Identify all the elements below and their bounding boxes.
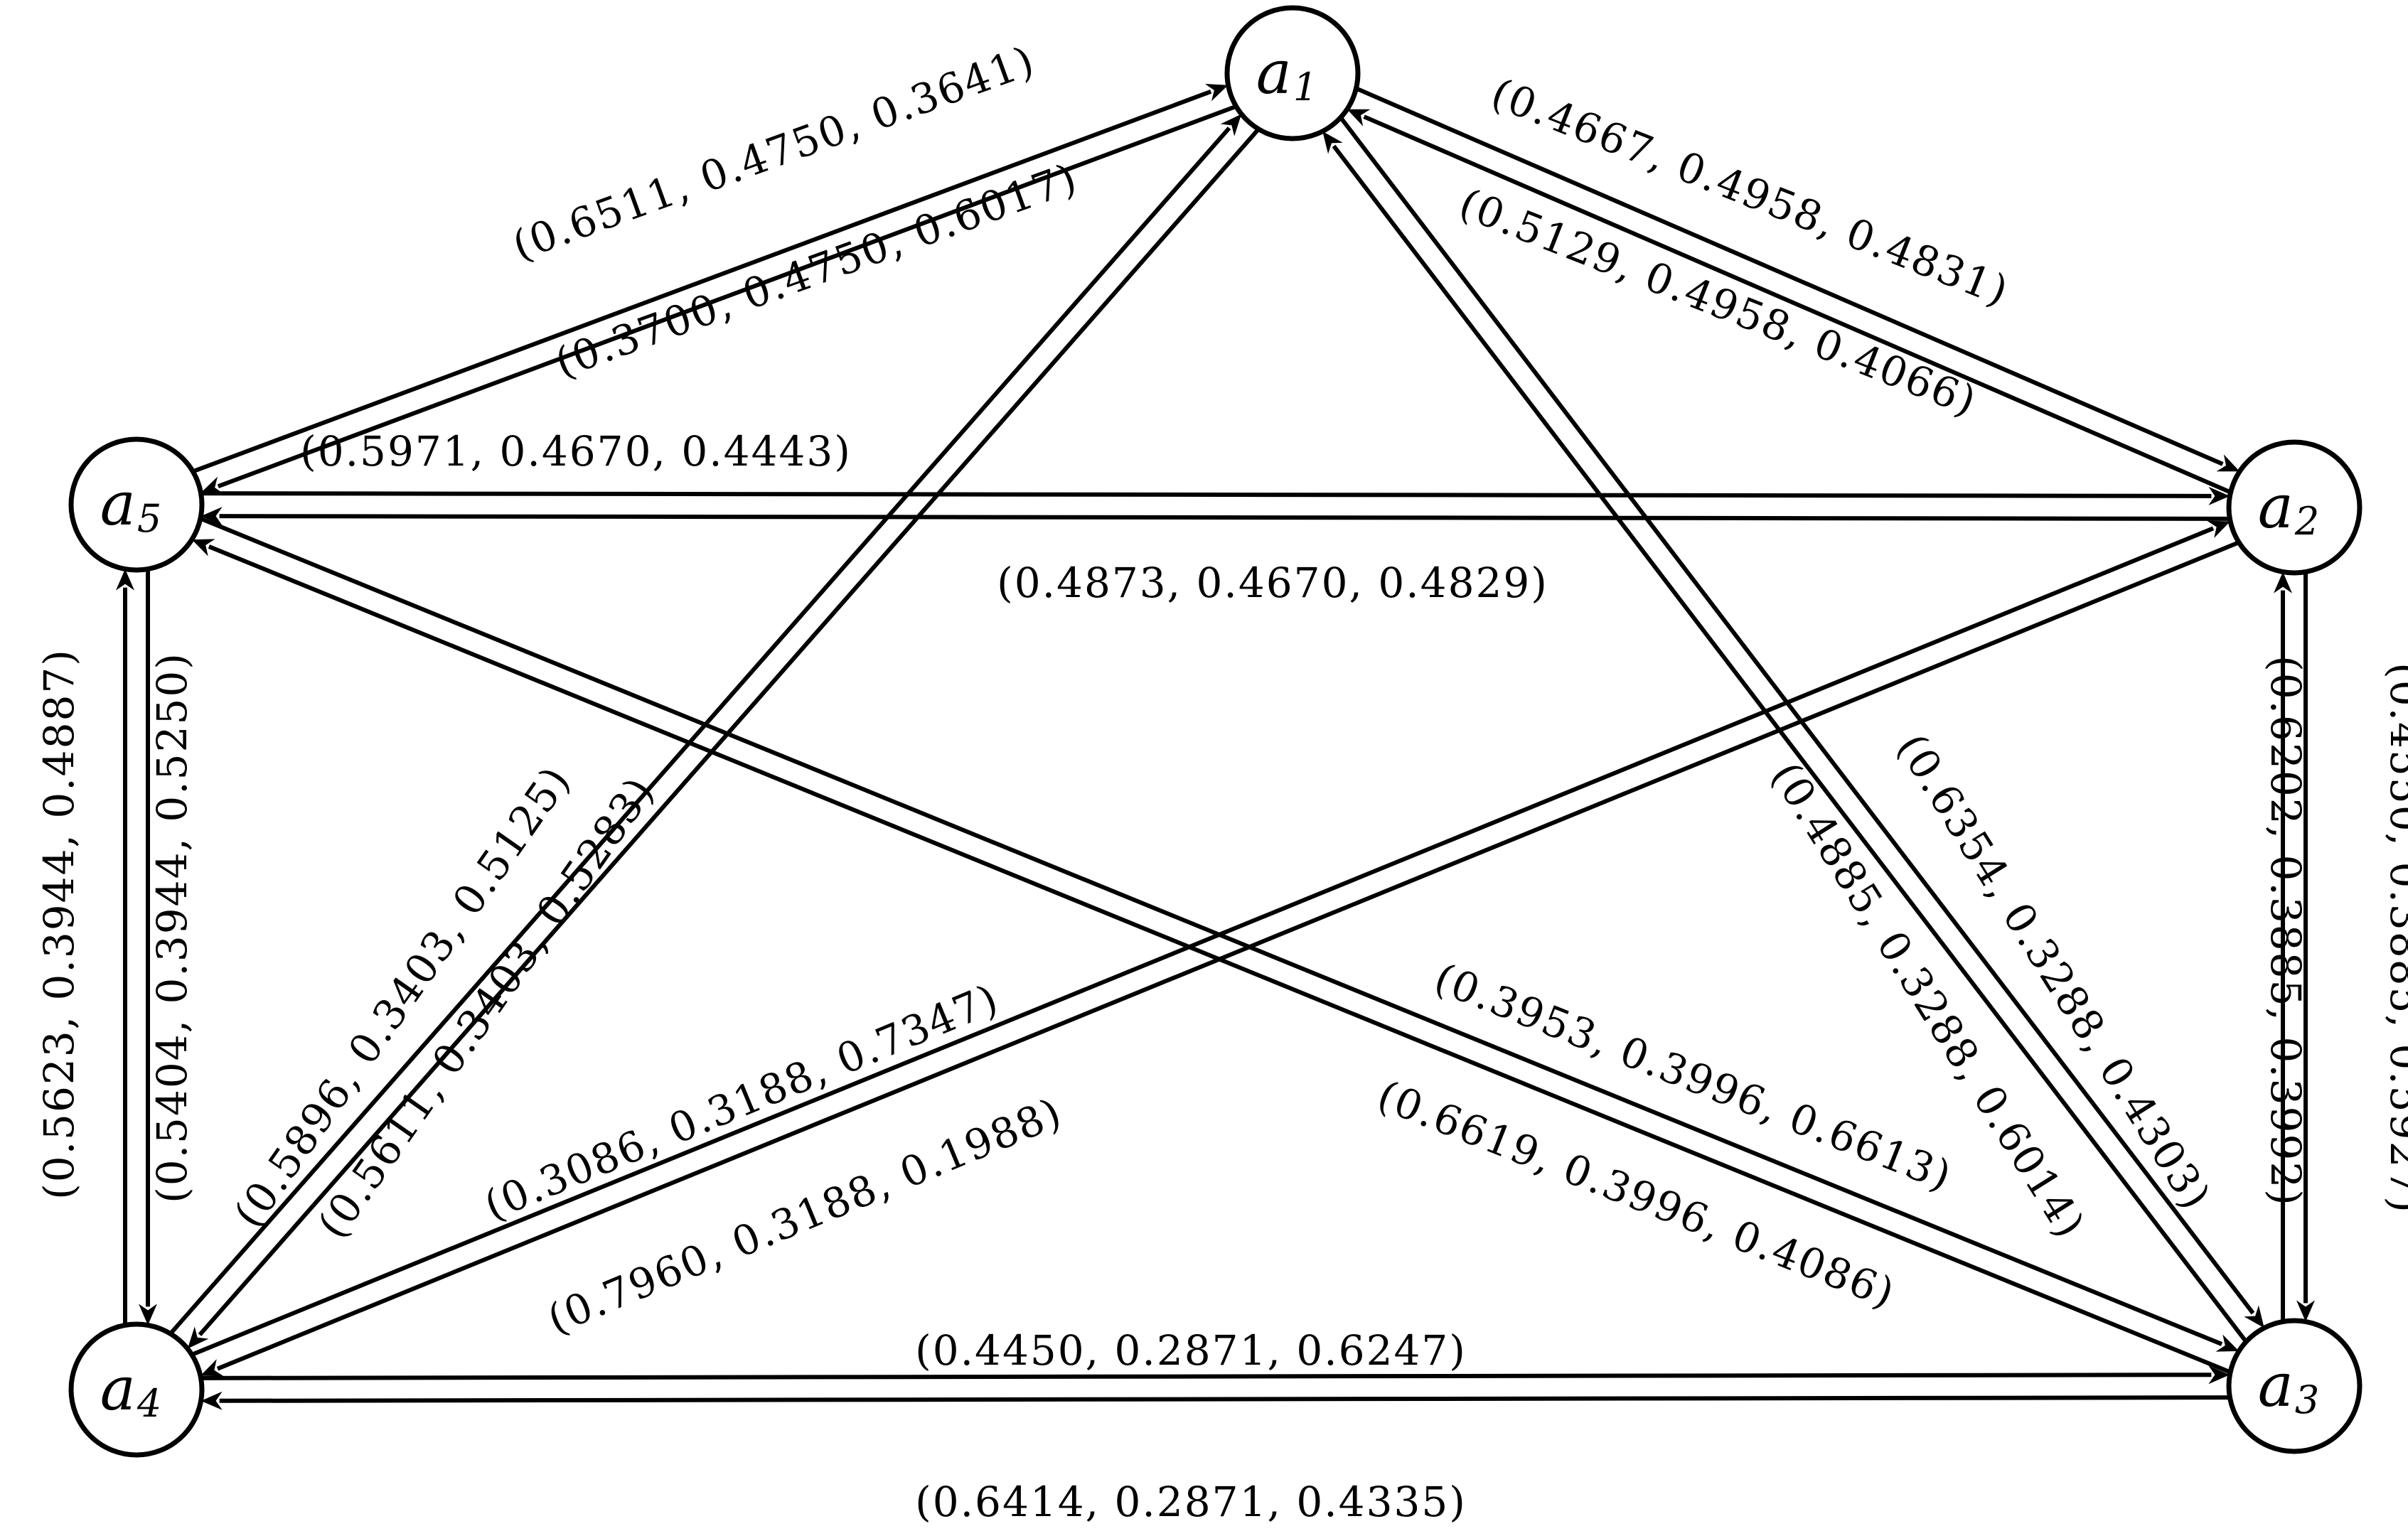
edge-line-a1-to-a4 [198,127,1261,1336]
edge-a1-to-a4 [187,127,1261,1349]
edge-line-a1-to-a5 [217,104,1237,489]
arrowhead-a4-to-a2 [2207,520,2231,538]
arrowhead-a3-to-a1 [1322,131,1343,154]
edge-line-a5-to-a2 [200,491,2212,498]
arrowhead-a5-to-a1 [1204,84,1229,102]
edge-line-a4-to-a3 [200,1373,2212,1380]
edge-a3-to-a1 [1322,131,2248,1343]
edge-a2-to-a5 [200,507,2230,526]
node-circle-a2 [2226,439,2362,576]
edge-a5-to-a4 [139,569,157,1326]
edge-line-a4-to-a1 [168,127,1231,1336]
arrowhead-a5-to-a4 [139,1304,157,1326]
node-a3: a3 [2226,1318,2362,1454]
edge-a1-to-a3 [1339,116,2264,1328]
arrowhead-a2-to-a5 [200,507,223,526]
edge-line-a3-to-a1 [1332,144,2248,1343]
arrowhead-a5-to-a2 [2208,486,2230,505]
edge-line-a2-to-a4 [216,540,2240,1371]
edge-a2-to-a1 [1347,109,2232,495]
edge-a5-to-a2 [200,486,2230,505]
edge-label-a2-to-a1: (0.5129, 0.4958, 0.4066) [1452,179,1984,426]
arrowhead-a4-to-a1 [1220,114,1242,136]
edge-label-a2-to-a5: (0.4873, 0.4670, 0.4829) [997,559,1548,607]
edge-label-a4-to-a3: (0.4450, 0.2871, 0.6247) [915,1326,1467,1375]
edge-line-a3-to-a4 [219,1395,2230,1403]
edge-a5-to-a3 [199,516,2240,1352]
edge-line-a5-to-a3 [199,516,2223,1346]
node-circle-a4 [68,1321,205,1458]
edge-label-a3-to-a2: (0.6202, 0.3885, 0.3992) [2262,655,2310,1207]
node-a2: a2 [2226,439,2362,576]
edge-a5-to-a1 [192,84,1229,474]
node-label-a5: a5 [100,469,161,541]
edge-a3-to-a5 [191,539,2232,1375]
arrowhead-a1-to-a5 [200,476,225,494]
edges-layer [116,84,2315,1410]
edge-a3-to-a2 [2274,571,2292,1322]
edge-label-a5-to-a4: (0.5404, 0.3944, 0.5250) [148,652,196,1203]
edge-label-a2-to-a3: (0.4550, 0.3885, 0.5927) [2381,662,2408,1214]
edge-label-a5-to-a2: (0.5971, 0.4670, 0.4443) [300,427,852,476]
arrowhead-a2-to-a1 [1347,109,1371,127]
arrowhead-a2-to-a4 [200,1359,224,1377]
edge-line-a2-to-a5 [219,514,2230,521]
edge-line-a5-to-a1 [192,89,1212,474]
edge-a2-to-a4 [200,540,2240,1377]
node-circle-a1 [1224,5,1361,141]
edge-label-a3-to-a4: (0.6414, 0.2871, 0.4335) [915,1478,1467,1526]
arrowhead-a3-to-a5 [191,539,215,557]
edge-a1-to-a2 [1355,86,2240,472]
arrowhead-a1-to-a2 [2216,454,2240,472]
edge-a4-to-a1 [168,114,1242,1336]
edge-label-a1-to-a2: (0.4667, 0.4958, 0.4831) [1484,69,2016,316]
node-circle-a5 [68,436,205,573]
nodes-layer: a1 a2 a3 a4 a5 [68,5,2362,1458]
node-a5: a5 [68,436,205,573]
node-circle-a3 [2226,1318,2362,1454]
arrowhead-a5-to-a3 [2215,1334,2240,1352]
edge-a1-to-a5 [200,104,1237,494]
edge-a2-to-a3 [2296,571,2315,1322]
arrowhead-a3-to-a2 [2274,571,2292,594]
edge-labels-layer: (0.6511, 0.4750, 0.3641)(0.3700, 0.4750,… [35,36,2408,1526]
arrowhead-a4-to-a5 [116,569,134,591]
node-a1: a1 [1224,5,1361,141]
arrowhead-a1-to-a4 [187,1326,209,1349]
edge-line-a3-to-a5 [208,544,2232,1375]
edge-a4-to-a2 [191,520,2231,1357]
edge-line-a1-to-a3 [1339,116,2255,1315]
node-a4: a4 [68,1321,205,1458]
arrowhead-a4-to-a3 [2208,1365,2230,1385]
edge-line-a1-to-a2 [1355,86,2224,466]
arrowhead-a2-to-a3 [2296,1300,2315,1322]
arrowhead-a1-to-a3 [2244,1305,2264,1328]
edge-line-a4-to-a2 [191,526,2215,1357]
edge-line-a2-to-a1 [1363,114,2232,495]
edge-a3-to-a4 [200,1391,2230,1410]
edge-a4-to-a3 [200,1365,2230,1385]
edge-label-a4-to-a5: (0.5623, 0.3944, 0.4887) [35,648,83,1200]
arrowhead-a3-to-a4 [200,1391,223,1410]
edge-a4-to-a5 [116,569,134,1326]
